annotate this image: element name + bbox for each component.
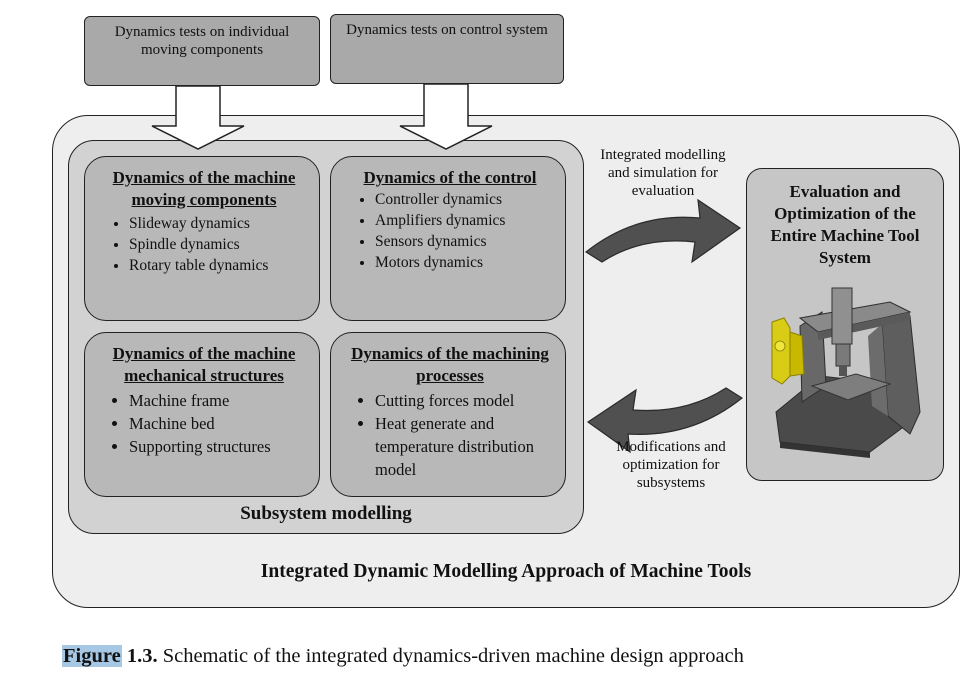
figure-caption-text: Schematic of the integrated dynamics-dri… (157, 645, 744, 667)
subsystem-machining-processes: Dynamics of the machining processes Cutt… (330, 332, 566, 497)
list-item: Motors dynamics (375, 252, 555, 273)
subsystem-control: Dynamics of the control Controller dynam… (330, 156, 566, 321)
top-box-moving-components-tests: Dynamics tests on individual moving comp… (84, 16, 320, 86)
integrated-approach-label: Integrated Dynamic Modelling Approach of… (260, 561, 752, 582)
list-item: Controller dynamics (375, 189, 555, 210)
note-modifications-optimization: Modifications and optimization for subsy… (616, 439, 726, 491)
list-item: Machine bed (129, 412, 309, 435)
list-item: Machine frame (129, 389, 309, 412)
curved-arrow-left-icon (586, 387, 744, 454)
list-item: Slideway dynamics (129, 213, 309, 234)
note-integrated-modelling: Integrated modelling and simulation for … (600, 147, 726, 199)
subsystem-item-list: Machine frame Machine bed Supporting str… (99, 389, 309, 458)
figure-number: 1.3. (121, 645, 158, 667)
down-arrow-left-icon (151, 86, 245, 150)
top-box-right-text: Dynamics tests on control system (346, 22, 548, 38)
top-box-left-text: Dynamics tests on individual moving comp… (114, 24, 290, 58)
list-item: Spindle dynamics (129, 234, 309, 255)
subsystem-item-list: Cutting forces model Heat generate and t… (345, 389, 555, 481)
subsystem-moving-components: Dynamics of the machine moving component… (84, 156, 320, 321)
list-item: Sensors dynamics (375, 231, 555, 252)
list-item: Amplifiers dynamics (375, 210, 555, 231)
list-item: Heat generate and temperature distributi… (375, 412, 555, 481)
curved-arrow-right-icon (584, 198, 742, 264)
subsystem-mechanical-structures: Dynamics of the machine mechanical struc… (84, 332, 320, 497)
list-item: Rotary table dynamics (129, 255, 309, 276)
subsystem-modelling-label: Subsystem modelling (240, 503, 412, 524)
subsystem-title: Dynamics of the machine moving component… (112, 168, 296, 209)
machine-tool-model-icon (771, 287, 921, 458)
down-arrow-right-icon (399, 84, 493, 150)
subsystem-item-list: Slideway dynamics Spindle dynamics Rotar… (99, 213, 309, 276)
subsystem-item-list: Controller dynamics Amplifiers dynamics … (345, 189, 555, 273)
subsystem-title: Dynamics of the machine mechanical struc… (112, 344, 296, 385)
figure-caption: Figure 1.3. Schematic of the integrated … (62, 645, 744, 668)
subsystem-title: Dynamics of the machining processes (351, 344, 549, 385)
list-item: Supporting structures (129, 435, 309, 458)
figure-word: Figure (62, 645, 122, 667)
top-box-control-system-tests: Dynamics tests on control system (330, 14, 564, 84)
list-item: Cutting forces model (375, 389, 555, 412)
evaluation-title: Evaluation and Optimization of the Entir… (770, 182, 920, 267)
subsystem-title: Dynamics of the control (363, 168, 537, 187)
